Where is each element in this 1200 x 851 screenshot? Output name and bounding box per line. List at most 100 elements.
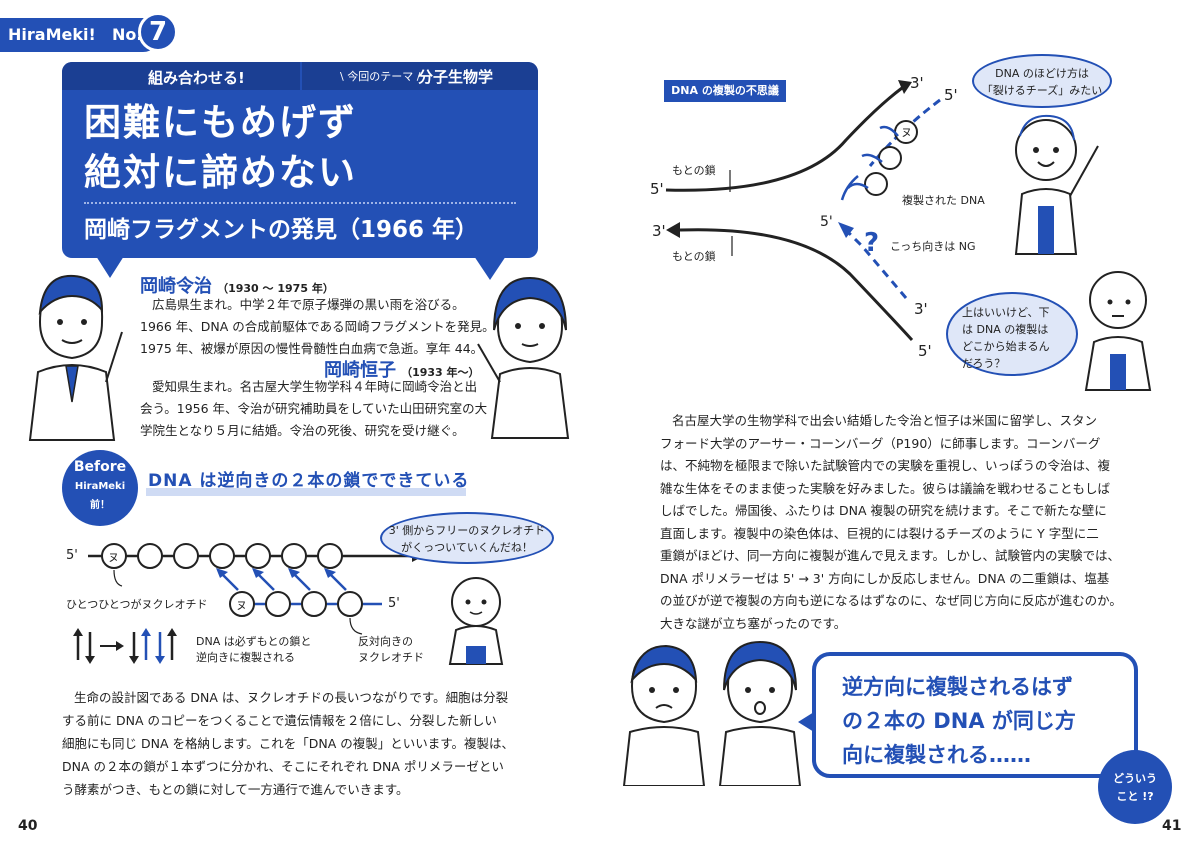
speech-bubble-line: 「裂けるチーズ」みたい xyxy=(981,84,1103,97)
person1-bio: 広島県生まれ。中学２年で原子爆弾の黒い雨を浴びる。 1966 年、DNA の合成… xyxy=(140,294,500,360)
question-callout: 逆方向に複製されるはず の２本の DNA が同じ方 向に複製される…… xyxy=(812,652,1138,778)
before-heading-underline xyxy=(146,488,466,496)
dna-strand-diagram xyxy=(73,543,424,664)
paragraph-line: 雑な生体をそのまま使った実験を好みました。彼らは議論を戦わせることもしば xyxy=(660,480,1111,496)
speech-bubble-line: 3' 側からフリーのヌクレオチド xyxy=(388,524,546,537)
what-does-it-mean-badge: どういう こと !? xyxy=(1098,750,1172,824)
person1-years: （1930 ～ 1975 年） xyxy=(217,282,334,295)
person1-heading: 岡崎令治 （1930 ～ 1975 年） xyxy=(140,272,334,298)
question-box-tail xyxy=(798,712,814,732)
paragraph-line: 名古屋大学の生物学科で出会い結婚した令治と恒子は米国に留学し、スタン xyxy=(672,413,1098,428)
paragraph-line: は、不純物を極限まで除いた試験管内での実験を重視し、いっぽうの令治は、複 xyxy=(660,458,1111,473)
person2-bio-line: 会う。1956 年、令治が研究補助員をしていた山田研究室の大 xyxy=(140,401,488,416)
title-tag: 組み合わせる! xyxy=(148,69,245,87)
person1-bio-line: 1966 年、DNA の合成前駆体である岡崎フラグメントを発見。 xyxy=(140,319,495,334)
paragraph-line: の並びが逆で複製の方向も逆になるはずなのに、なぜ同じ方向に反応が進むのか。 xyxy=(660,593,1122,608)
person2-heading: 岡崎恒子 （1933 年～） xyxy=(324,356,480,382)
paragraph-line: 大きな謎が立ち塞がったのです。 xyxy=(660,615,847,631)
person2-name: 岡崎恒子 xyxy=(324,360,396,381)
series-header-bar: HiraMeki! No. xyxy=(0,18,160,52)
before-heading: DNA は逆向きの２本の鎖でできている xyxy=(148,471,470,491)
speech-bubble-top-right: DNA のほどけ方は 「裂けるチーズ」みたい xyxy=(972,54,1112,108)
speech-bubble-bottom-right: 上はいいけど、下 は DNA の複製は どこから始まるん だろう？ xyxy=(946,292,1078,376)
question-text: 逆方向に複製されるはず の２本の DNA が同じ方 向に複製される…… xyxy=(842,670,1076,772)
person2-bio: 愛知県生まれ。名古屋大学生物学科４年時に岡崎令治と出 会う。1956 年、令治が… xyxy=(140,376,500,442)
fork-mid-5prime: 5' xyxy=(820,214,833,230)
label-opposite-line: 反対向きの xyxy=(358,635,413,648)
title-tail-right xyxy=(474,256,506,280)
person2-bio-line: 愛知県生まれ。名古屋大学生物学科４年時に岡崎令治と出 xyxy=(152,379,478,394)
speech-bubble-line: がくっついていくんだね！ xyxy=(401,541,533,554)
speech-bubble-line: は DNA の複製は xyxy=(962,323,1049,336)
before-badge: Before HiraMeki 前！ xyxy=(62,450,138,526)
theme-name: 分子生物学 xyxy=(418,68,494,86)
excited-character-right xyxy=(1014,114,1099,255)
okazaki-reiji-illustration xyxy=(28,274,123,441)
question-line: 向に複製される…… xyxy=(842,743,1031,767)
right-paragraph: 名古屋大学の生物学科で出会い結婚した令治と恒子は米国に留学し、スタン フォード大… xyxy=(660,410,1160,635)
label-copied-dna: 複製された DNA xyxy=(902,194,985,207)
puzzled-couple-illustration xyxy=(622,640,802,786)
paragraph-line: DNA ポリメラーゼは 5' → 3' 方向にしか反応しません。DNA の二重鎖… xyxy=(660,570,1110,586)
person2-years: （1933 年～） xyxy=(401,366,480,379)
replication-diagram-label: DNA の複製の不思議 xyxy=(664,80,786,102)
fork-bottom-5prime: 5' xyxy=(918,342,932,360)
replication-fork-diagram xyxy=(665,80,941,342)
page-title: 困難にもめげず 絶対に諦めない xyxy=(84,98,357,198)
nucleotide-row-top xyxy=(101,543,343,569)
label-original-strand-bottom: もとの鎖 xyxy=(672,250,716,263)
paragraph-line: 細胞にも同じ DNA を格納します。これを「DNA の複製」といいます。複製は、 xyxy=(62,736,514,751)
fork-arrows xyxy=(840,125,899,201)
series-brand: HiraMeki! xyxy=(8,25,96,44)
question-mark-icon: ? xyxy=(864,228,880,258)
label-each-nucleotide: ひとつひとつがヌクレオチド xyxy=(66,598,208,611)
paragraph-line: DNA の２本の鎖が１本ずつに分かれ、そこにそれぞれ DNA ポリメラーゼとい xyxy=(62,759,504,774)
series-no-label: No. xyxy=(112,25,143,44)
paragraph-line: う酵素がつき、もとの鎖に対して一方通行で進んでいきます。 xyxy=(62,782,409,797)
series-number-badge: 7 xyxy=(138,12,178,52)
paragraph-line: フォード大学のアーサー・コーンバーグ（P190）に師事します。コーンバーグ xyxy=(660,435,1101,451)
person1-name: 岡崎令治 xyxy=(140,276,212,297)
person1-bio-line: 1975 年、被爆が原因の慢性骨髄性白血病で急逝。享年 44。 xyxy=(140,341,484,356)
page-number-left: 40 xyxy=(18,818,38,834)
page-title-line1: 困難にもめげず xyxy=(84,101,357,144)
okazaki-tsuneko-illustration xyxy=(477,276,570,439)
title-top-strip: 組み合わせる! \ 今回のテーマ / 分子生物学 xyxy=(62,62,538,90)
label-opposite-nucleotide: 反対向きの ヌクレオチド xyxy=(358,634,424,666)
question-line: の２本の DNA が同じ方 xyxy=(842,709,1076,733)
fork-left-3prime: 3' xyxy=(652,222,666,240)
paragraph-line: 直面します。複製中の染色体は、巨視的には裂けるチーズのように Y 字型に二 xyxy=(660,525,1099,541)
speech-bubble-line: DNA のほどけ方は xyxy=(995,67,1089,80)
page-subtitle: 岡崎フラグメントの発見（1966 年） xyxy=(84,217,479,243)
badge-line: どういう xyxy=(1113,772,1157,785)
fork-nucleotide-glyph: ヌ xyxy=(901,126,912,139)
paragraph-line: しばでした。帰国後、ふたりは DNA 複製の研究を続けます。そこで新たな壁に xyxy=(660,503,1107,518)
paragraph-line: 生命の設計図である DNA は、ヌクレオチドの長いつながりです。細胞は分裂 xyxy=(74,690,509,705)
fork-top-3prime: 3' xyxy=(910,74,924,92)
before-word: Before xyxy=(73,459,127,475)
fork-top-5prime: 5' xyxy=(944,86,958,104)
title-box: 組み合わせる! \ 今回のテーマ / 分子生物学 困難にもめげず 絶対に諦めない… xyxy=(62,62,538,258)
wondering-character-right xyxy=(1084,271,1152,391)
before-brand: HiraMeki xyxy=(74,481,126,492)
title-strip-divider xyxy=(300,62,302,90)
paragraph-line: する前に DNA のコピーをつくることで遺伝情報を２倍にし、分裂した新しい xyxy=(62,713,497,728)
question-line: 逆方向に複製されるはず xyxy=(842,675,1073,699)
page-number-right: 41 xyxy=(1162,818,1182,834)
left-strand-5prime: 5' xyxy=(66,548,78,563)
label-original-strand-top: もとの鎖 xyxy=(672,164,716,177)
speech-bubble-left: 3' 側からフリーのヌクレオチド がくっついていくんだね！ xyxy=(380,512,554,564)
title-tail-left xyxy=(96,256,124,278)
left-paragraph: 生命の設計図である DNA は、ヌクレオチドの長いつながりです。細胞は分裂 する… xyxy=(62,686,542,801)
label-ng-direction: こっち向きは NG xyxy=(890,240,976,253)
paragraph-line: 重鎖がほどけ、同一方向に複製が進んで見えます。しかし、試験管内の実験では、 xyxy=(660,548,1121,563)
title-divider xyxy=(84,202,516,204)
speech-bubble-line: 上はいいけど、下 xyxy=(962,306,1050,319)
before-mae: 前！ xyxy=(90,500,110,511)
label-must-reverse: DNA は必ずもとの鎖と 逆向きに複製される xyxy=(196,634,311,666)
fork-nucleotides xyxy=(864,120,918,196)
label-opposite-line: ヌクレオチド xyxy=(358,651,424,664)
theme-label: \ 今回のテーマ / xyxy=(340,70,421,83)
fork-left-5prime: 5' xyxy=(650,180,664,198)
speech-bubble-line: どこから始まるん xyxy=(962,340,1050,353)
